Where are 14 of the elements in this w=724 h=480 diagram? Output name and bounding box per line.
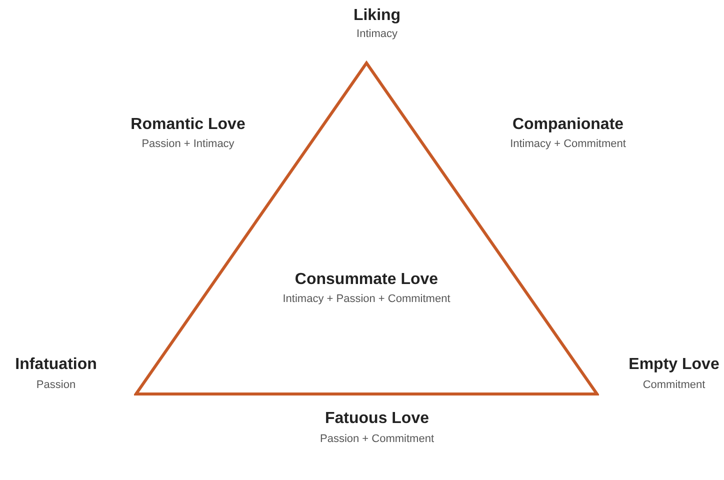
subheading: Intimacy + Commitment — [510, 137, 626, 152]
subheading: Passion — [36, 378, 76, 393]
subheading: Commitment — [642, 378, 706, 393]
heading: Liking — [353, 6, 401, 26]
subheading: Intimacy — [356, 27, 398, 42]
heading: Infatuation — [15, 355, 97, 375]
heading: Empty Love — [628, 355, 720, 375]
heading: Romantic Love — [130, 115, 246, 135]
subheading: Intimacy + Passion + Commitment — [282, 292, 450, 307]
heading: Fatuous Love — [325, 409, 429, 429]
subheading: Passion + Commitment — [320, 432, 434, 447]
subheading: Passion + Intimacy — [142, 137, 234, 152]
heading: Consummate Love — [294, 270, 438, 290]
heading: Companionate — [512, 115, 624, 135]
